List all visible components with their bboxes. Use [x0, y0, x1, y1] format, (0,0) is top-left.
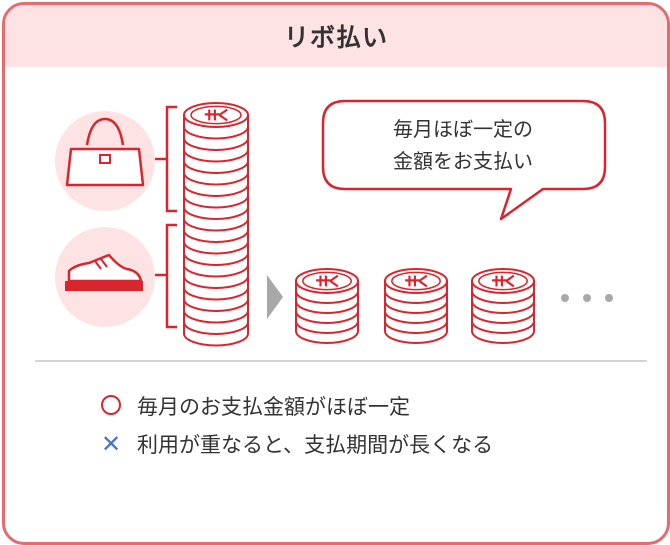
ellipsis-icon — [561, 294, 613, 302]
cross-mark-icon: ✕ — [101, 430, 122, 458]
legend: 毎月のお支払金額がほぼ一定 ✕ 利用が重なると、支払期間が長くなる — [101, 387, 493, 463]
small-coin-stack-icon — [384, 268, 448, 344]
speech-bubble — [321, 99, 607, 221]
handbag-icon — [55, 111, 155, 211]
sneaker-icon — [55, 227, 155, 327]
legend-item-demerit: ✕ 利用が重なると、支払期間が長くなる — [101, 425, 493, 463]
speech-bubble-text: 毎月ほぼ一定の 金額をお支払い — [323, 113, 603, 177]
illustration — [55, 99, 613, 347]
monthly-coin-stacks — [295, 268, 535, 344]
purchase-brackets — [155, 105, 177, 329]
page-title: リボ払い — [283, 23, 388, 52]
arrow-right-icon — [267, 275, 283, 319]
bubble-line-1: 毎月ほぼ一定の — [393, 117, 533, 141]
card-header: リボ払い — [5, 5, 667, 67]
legend-item-merit: 毎月のお支払金額がほぼ一定 — [101, 387, 493, 425]
circle-mark-icon — [101, 395, 123, 417]
small-coin-stack-icon — [295, 268, 359, 344]
legend-text-demerit: 利用が重なると、支払期間が長くなる — [137, 433, 494, 457]
tall-coin-stack-icon — [183, 102, 249, 347]
bubble-line-2: 金額をお支払い — [393, 149, 533, 173]
small-coin-stack-icon — [471, 268, 535, 344]
divider — [35, 360, 647, 362]
legend-text-merit: 毎月のお支払金額がほぼ一定 — [137, 395, 410, 419]
